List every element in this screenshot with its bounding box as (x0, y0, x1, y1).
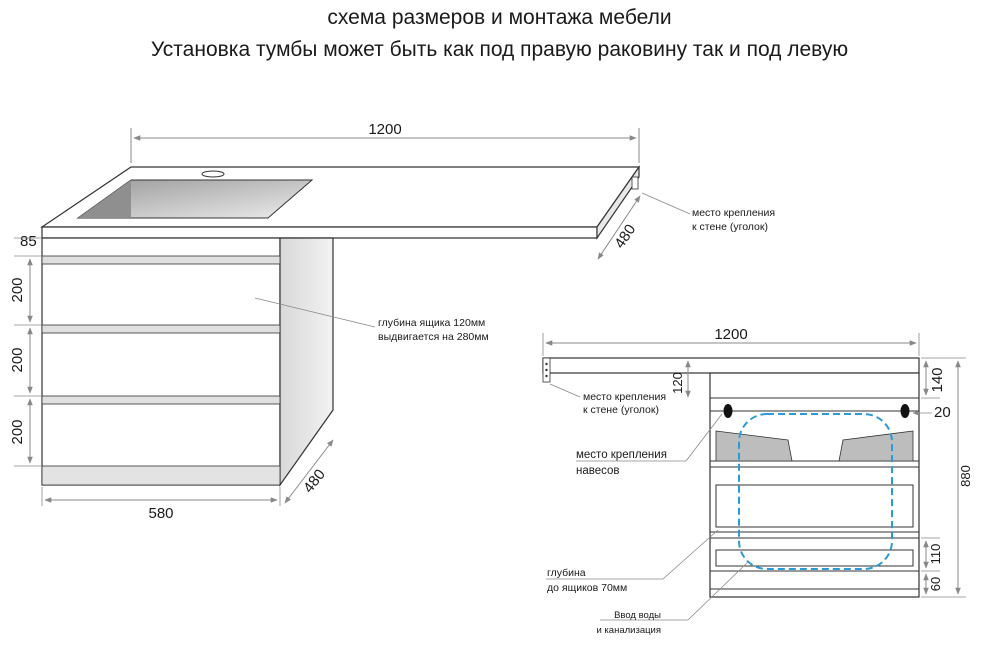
hinge-note-line2: навесов (576, 465, 620, 477)
dim-line-depth-top (597, 195, 641, 260)
depth-note-line2: до ящиков 70мм (547, 582, 627, 594)
dim-drawer-1-label: 200 (9, 277, 26, 302)
leader-line (685, 413, 723, 462)
dim-line-depth-bottom (284, 439, 334, 504)
drawer-note-line2: выдвигается на 280мм (378, 331, 489, 343)
countertop (542, 357, 920, 374)
sink-inner-shadow (78, 180, 131, 218)
left-view: 1200 место крепления к стене (уголок) 48… (9, 121, 775, 522)
dim-120-label: 120 (670, 372, 685, 394)
sink-bowl (76, 179, 314, 219)
drawer-front-upper (715, 484, 914, 528)
inlet-note-line2: и канализация (596, 625, 661, 636)
dim-110-label: 110 (928, 544, 943, 565)
screw (545, 362, 548, 366)
plinth (41, 465, 281, 486)
right-view: 1200 место крепления к стене (уголок) 12… (542, 326, 973, 636)
title-line-2: Установка тумбы может быть как под праву… (150, 38, 849, 61)
dim-cabinet-width-label: 580 (148, 505, 173, 522)
drawer-gap-2 (41, 324, 281, 334)
wall-mount-note-line2: к стене (уголок) (692, 221, 768, 233)
dim-depth-top-label: 480 (611, 221, 639, 251)
dim-width-label: 1200 (368, 121, 401, 138)
cabinet-front (41, 237, 281, 486)
leader-line (662, 529, 719, 580)
leader-line (687, 561, 749, 621)
wall-mount-note-line1: место крепления (692, 207, 775, 219)
dim-depth-bottom-label: 480 (300, 466, 329, 496)
dim-drawer-2-label: 200 (9, 347, 26, 372)
dim-85-label: 85 (20, 233, 37, 250)
screw (545, 368, 548, 372)
dim-60-label: 60 (928, 577, 943, 591)
drawer-gap-3 (41, 395, 281, 405)
countertop-front-face (41, 226, 598, 239)
drawer-gap-1 (41, 255, 281, 265)
depth-note-line1: глубина (547, 567, 586, 579)
wall-mount-note-line1: место крепления (583, 391, 666, 403)
sink-outline-dashed (738, 413, 893, 570)
tap-hole (201, 170, 225, 178)
leader-line (549, 383, 581, 398)
wall-bracket (631, 176, 639, 190)
title-line-1: схема размеров и монтажа мебели (327, 6, 672, 29)
hanging-bracket-right (838, 430, 914, 462)
dim-140-label: 140 (929, 367, 946, 392)
leader-line (641, 192, 691, 215)
inlet-note-line1: Ввод воды (614, 610, 661, 621)
drawer-note-line1: глубина ящика 120мм (378, 317, 485, 329)
hanging-bracket-left (715, 430, 793, 462)
hinge-mount-right (900, 404, 910, 418)
hinge-note-line1: место крепления (576, 449, 667, 461)
drawer-front-lower (715, 549, 914, 567)
leader-line (254, 297, 376, 328)
dim-20-label: 20 (934, 404, 951, 421)
dim-width-label: 1200 (714, 326, 747, 343)
dim-880-label: 880 (958, 465, 973, 487)
screw (545, 374, 548, 378)
dim-drawer-3-label: 200 (9, 419, 26, 444)
hinge-mount-left (723, 404, 733, 418)
wall-mount-note-line2: к стене (уголок) (583, 404, 659, 416)
cabinet-side (279, 237, 334, 487)
